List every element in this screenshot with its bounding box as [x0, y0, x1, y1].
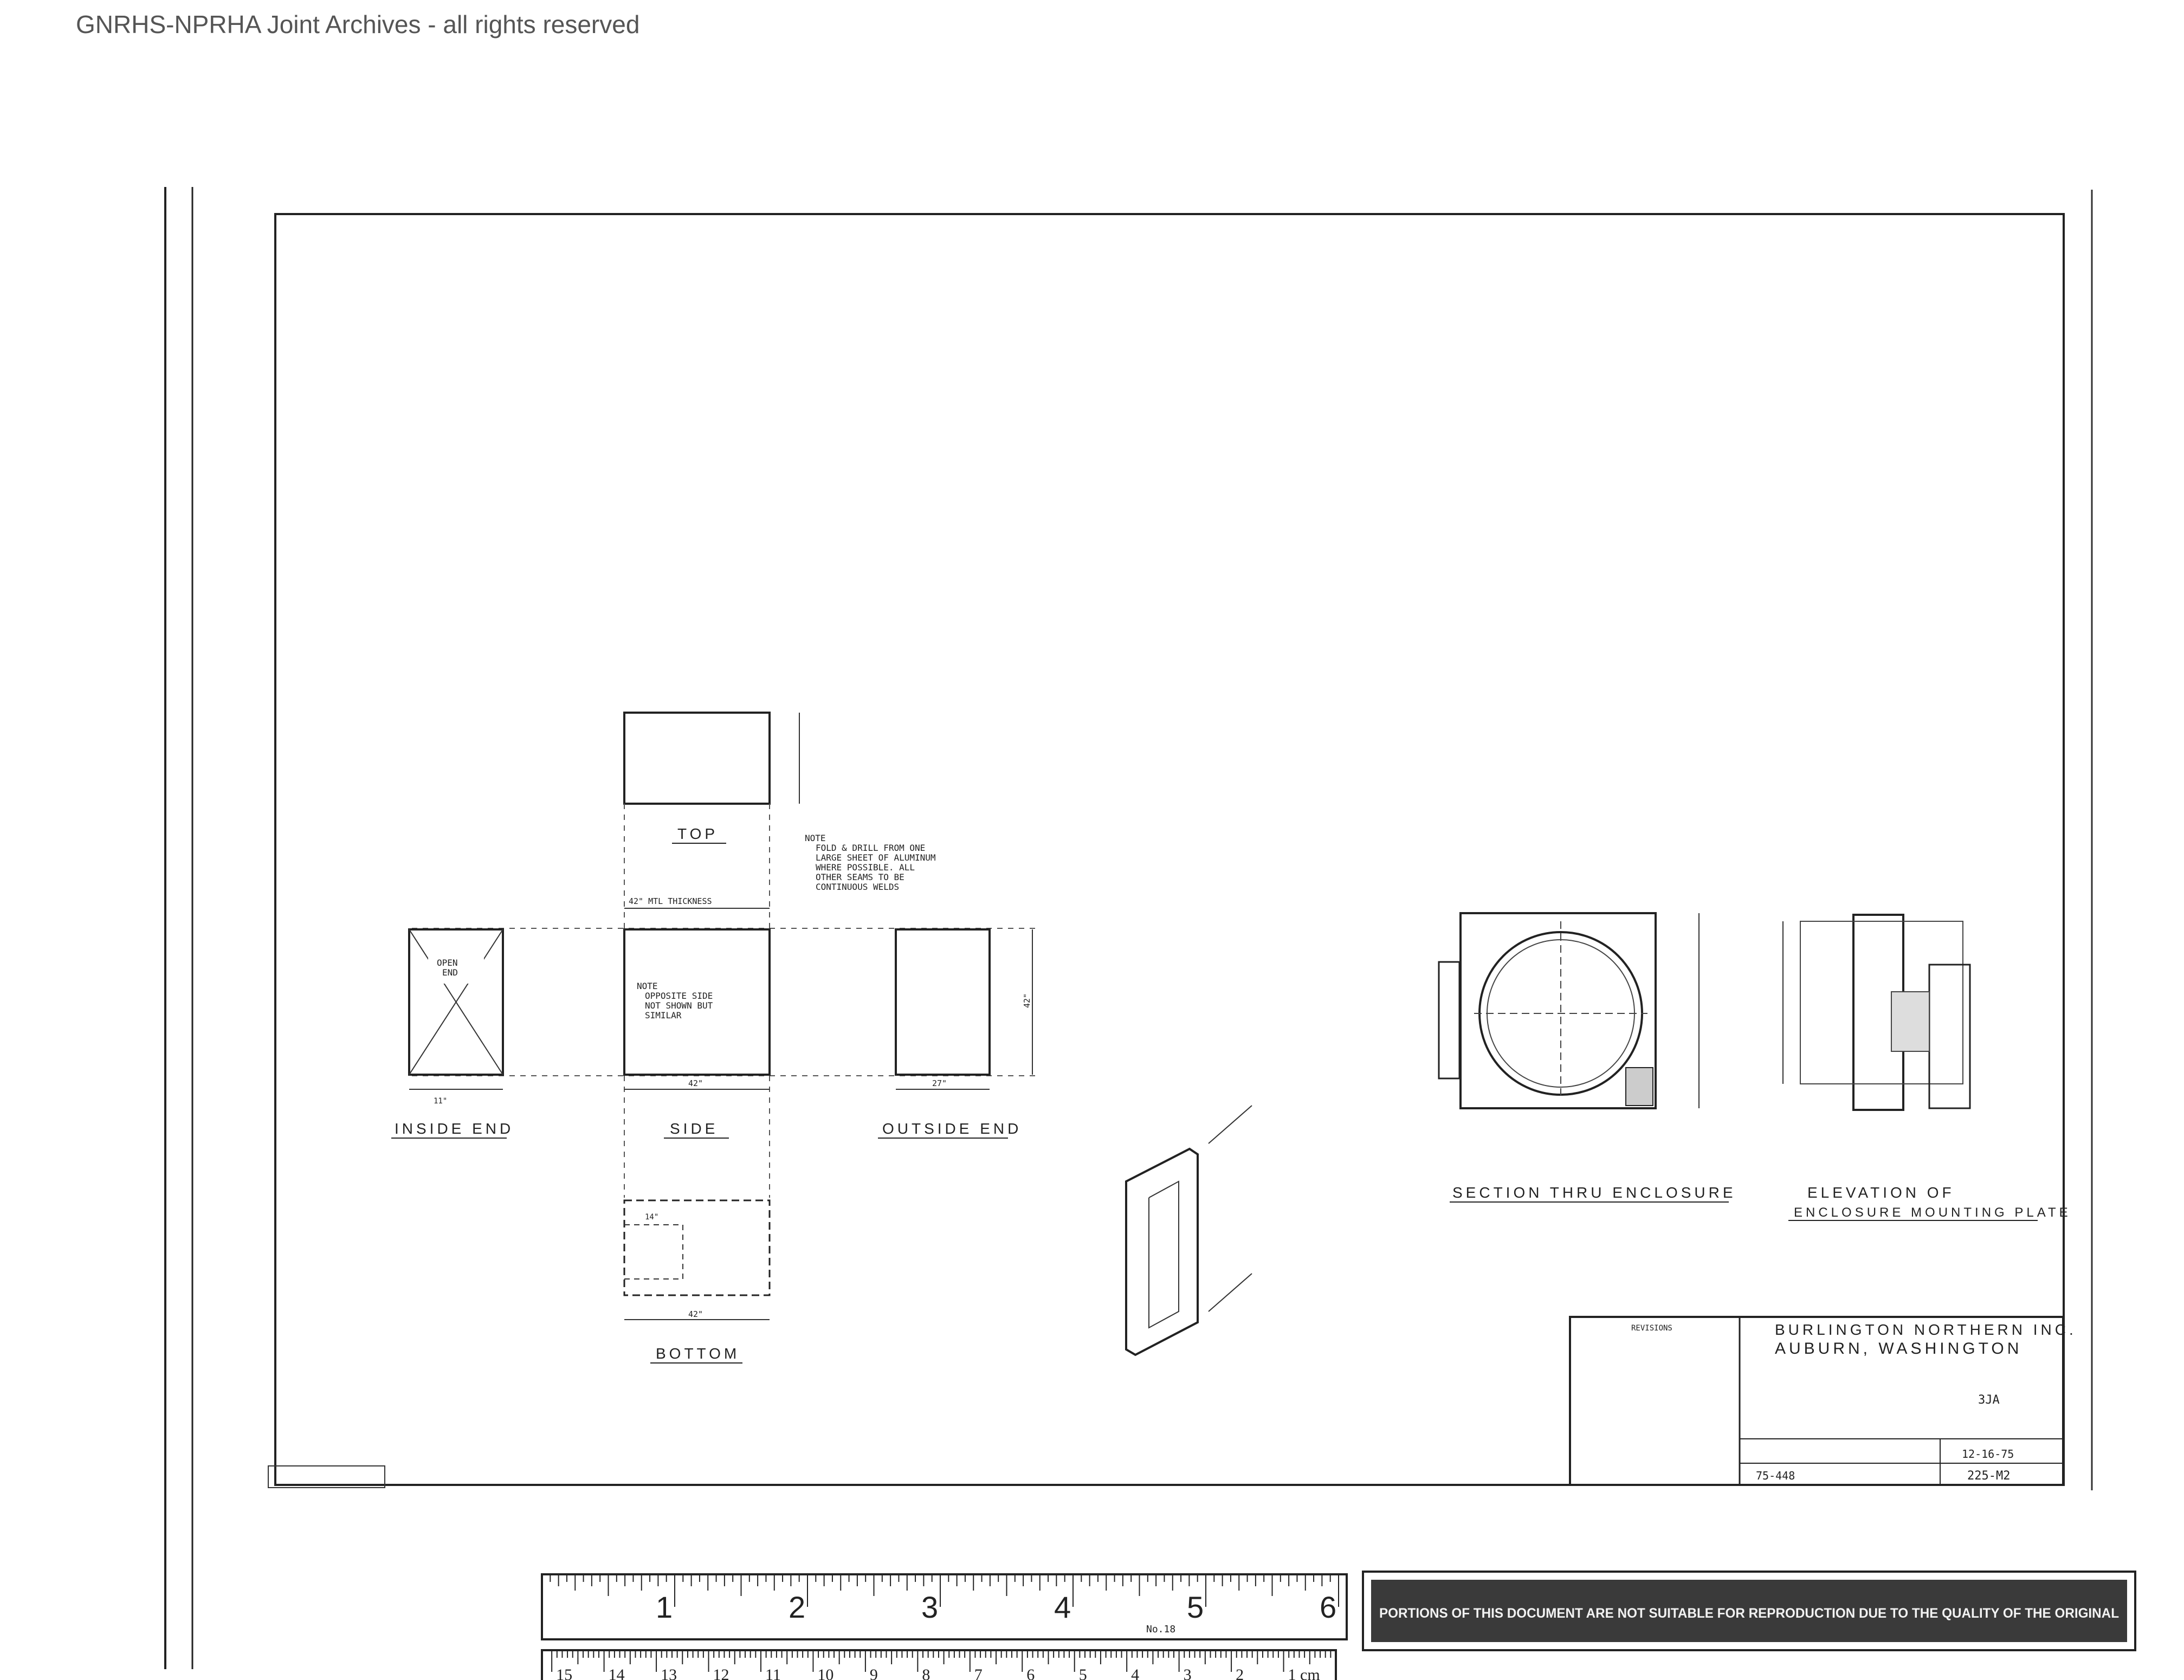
note-heading: NOTE	[805, 833, 826, 843]
ruler-inch-labels: 1 2 3 4 5 6	[656, 1590, 1340, 1624]
inch-label: 6	[1320, 1590, 1340, 1624]
quality-notice-text: PORTIONS OF THIS DOCUMENT ARE NOT SUITAB…	[1379, 1606, 2119, 1621]
company-name: BURLINGTON NORTHERN INC.	[1775, 1321, 2077, 1338]
dimension-label: 11"	[434, 1097, 447, 1106]
bottom-view: 14" 42" BOTTOM	[623, 1199, 771, 1364]
note-line: WHERE POSSIBLE. ALL	[816, 862, 915, 873]
open-end-label: END	[442, 967, 458, 978]
cm-label: 12	[713, 1666, 729, 1680]
section-view-title: SECTION THRU ENCLOSURE	[1452, 1184, 1736, 1201]
ruler-product-number: No.18	[1146, 1624, 1175, 1635]
cm-label: 15	[556, 1666, 572, 1680]
note-line: OTHER SEAMS TO BE	[816, 872, 904, 882]
note-heading: NOTE	[637, 981, 658, 991]
inch-label: 1	[656, 1590, 676, 1624]
elevation-title-line-2: ENCLOSURE MOUNTING PLATE	[1794, 1205, 2071, 1220]
cm-label: 8	[922, 1666, 930, 1680]
cm-label: 10	[817, 1666, 833, 1680]
sheet-edges	[164, 187, 2093, 1669]
inside-end-title: INSIDE END	[395, 1120, 514, 1137]
cm-label: 11	[765, 1666, 781, 1680]
cm-label: 2	[1236, 1666, 1244, 1680]
ruler-ticks	[541, 1574, 1339, 1672]
ruler: 1 2 3 4 5 6 No.18 1 cm234567891011121314…	[541, 1573, 1348, 1680]
title-field-3ja: 3JA	[1978, 1393, 2000, 1407]
dimension-label: 42"	[688, 1309, 703, 1319]
note-line: LARGE SHEET OF ALUMINUM	[816, 852, 936, 863]
drawing-date: 12-16-75	[1962, 1448, 2014, 1461]
drawing-border	[274, 213, 2065, 1486]
cm-label: 3	[1184, 1666, 1192, 1680]
top-view-note: NOTE FOLD & DRILL FROM ONE LARGE SHEET O…	[805, 833, 936, 892]
inch-label: 4	[1054, 1590, 1074, 1624]
dimension-label: 27"	[932, 1078, 947, 1088]
dimension-label: 14"	[645, 1213, 658, 1222]
note-line: FOLD & DRILL FROM ONE	[816, 843, 925, 853]
ruler-cm-labels: 1 cm 2 3 4 5 6 7 8 9 10 11 12 13 14 15	[556, 1666, 1320, 1680]
cm-label: 13	[661, 1666, 677, 1680]
inside-end-view: OPEN END 11" INSIDE END	[391, 928, 514, 1139]
cm-label: 6	[1026, 1666, 1035, 1680]
title-block: REVISIONS BURLINGTON NORTHERN INC. AUBUR…	[1569, 1316, 2077, 1486]
border-corner-tab	[268, 1465, 385, 1488]
cm-label: 1 cm	[1288, 1666, 1320, 1680]
note-line: CONTINUOUS WELDS	[816, 882, 899, 892]
dimension-label: 42" MTL THICKNESS	[629, 896, 712, 906]
dimension-label: 42"	[1022, 993, 1032, 1008]
side-view: 42" MTL THICKNESS NOTE OPPOSITE SIDE NOT…	[623, 896, 771, 1139]
quality-notice: PORTIONS OF THIS DOCUMENT ARE NOT SUITAB…	[1362, 1571, 2136, 1651]
projection-lines	[412, 804, 1035, 1198]
cm-label: 14	[609, 1666, 625, 1680]
note-line: NOT SHOWN BUT	[645, 1000, 713, 1011]
revisions-label: REVISIONS	[1631, 1324, 1672, 1333]
cm-label: 7	[974, 1666, 983, 1680]
top-view: TOP	[623, 712, 800, 844]
company-location: AUBURN, WASHINGTON	[1775, 1340, 2022, 1358]
top-view-title: TOP	[677, 825, 718, 842]
elevation-view: ELEVATION OF ENCLOSURE MOUNTING PLATE	[1782, 914, 2071, 1221]
mounting-plate-isometric	[1125, 1105, 1252, 1356]
note-line: OPPOSITE SIDE	[645, 991, 713, 1001]
file-number: 75-448	[1756, 1469, 1795, 1482]
inch-label: 2	[789, 1590, 809, 1624]
cm-label: 9	[870, 1666, 878, 1680]
cm-label: 5	[1079, 1666, 1087, 1680]
elevation-title-line-1: ELEVATION OF	[1807, 1184, 1955, 1201]
archive-watermark: GNRHS-NPRHA Joint Archives - all rights …	[76, 10, 640, 38]
inch-label: 5	[1187, 1590, 1207, 1624]
side-view-title: SIDE	[670, 1120, 718, 1137]
drawing-number: 225-M2	[1967, 1469, 2010, 1483]
bottom-view-title: BOTTOM	[656, 1345, 740, 1362]
cm-label: 4	[1131, 1666, 1139, 1680]
inch-label: 3	[921, 1590, 941, 1624]
note-line: SIMILAR	[645, 1010, 682, 1020]
open-end-label: OPEN	[437, 958, 458, 968]
section-view: SECTION THRU ENCLOSURE	[1438, 912, 1736, 1203]
outside-end-view: 42" 27" OUTSIDE END	[878, 928, 1033, 1139]
dimension-label: 42"	[688, 1078, 703, 1088]
outside-end-title: OUTSIDE END	[882, 1120, 1022, 1137]
